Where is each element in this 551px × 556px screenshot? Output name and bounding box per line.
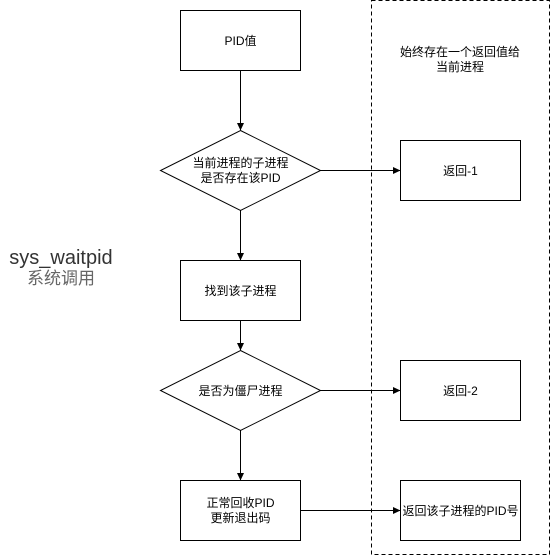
- node-reclaim-line2: 更新退出码: [210, 510, 270, 525]
- return-container: [371, 0, 550, 555]
- node-return-minus1: [400, 140, 521, 201]
- node-find-child: [180, 260, 301, 321]
- node-return-pid: [400, 480, 521, 541]
- node-return-minus2-label: 返回-2: [443, 384, 478, 398]
- node-check-zombie-label: 是否为僵尸进程: [198, 383, 282, 398]
- node-pid-value-label: PID值: [224, 33, 256, 48]
- side-title: sys_waitpid: [9, 247, 112, 269]
- return-note-line2: 当前进程: [436, 59, 484, 74]
- node-reclaim-line1: 正常回收PID: [206, 496, 274, 510]
- node-return-pid-label: 返回该子进程的PID号: [402, 503, 518, 518]
- return-note-line1: 始终存在一个返回值给: [400, 44, 520, 59]
- node-find-child-label: 找到该子进程: [204, 283, 276, 298]
- node-check-child-line2: 是否存在该PID: [200, 171, 280, 185]
- node-return-minus2: [400, 360, 521, 421]
- node-return-minus1-label: 返回-1: [443, 164, 478, 178]
- node-reclaim: [180, 480, 301, 541]
- node-pid-value: [180, 10, 301, 71]
- node-check-child-line1: 当前进程的子进程: [192, 155, 288, 170]
- side-subtitle: 系统调用: [27, 269, 95, 288]
